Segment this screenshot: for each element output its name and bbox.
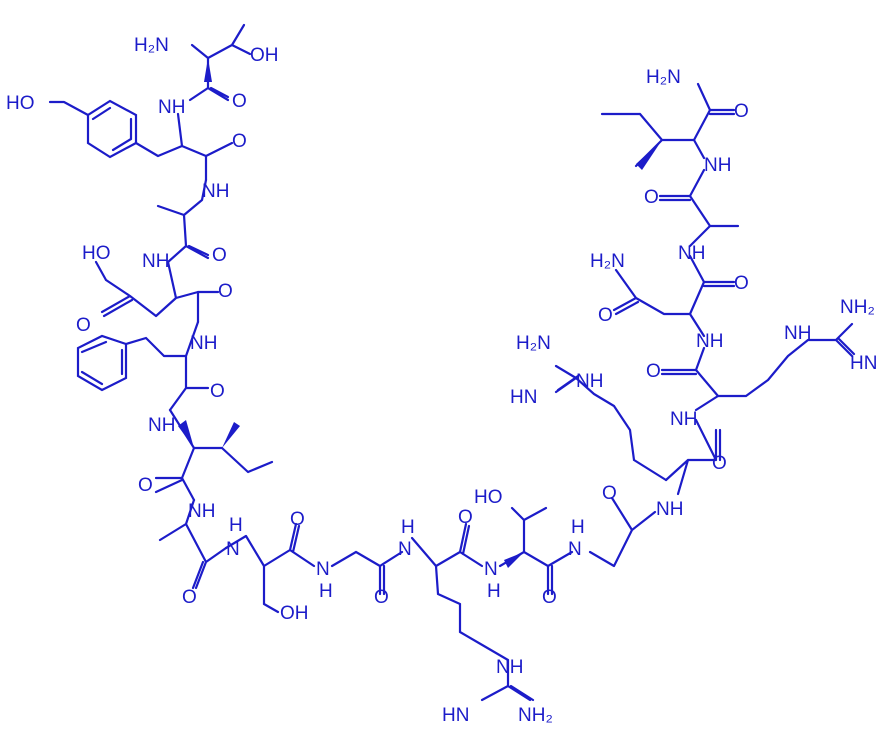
oxygen-label: O — [598, 305, 613, 326]
oxygen-label: O — [646, 361, 661, 382]
asn-amide-label: H₂N — [590, 251, 625, 272]
amide-h-label: H — [401, 517, 415, 538]
arg1-nh-label: NH — [496, 657, 523, 678]
amide-nh-label: NH — [142, 251, 169, 272]
n-terminus-label: H₂N — [134, 35, 169, 56]
amide-nh-label: NH — [148, 415, 175, 436]
oxygen-label: O — [542, 587, 557, 608]
amide-h-label: H — [229, 515, 243, 536]
amide-nh-label: NH — [670, 409, 697, 430]
oxygen-label: O — [712, 453, 727, 474]
amide-n-label: N — [568, 539, 582, 560]
arg1-imine-label: HN — [442, 705, 469, 726]
bond-skeleton — [48, 23, 856, 702]
tyr-phenol-label: HO — [6, 93, 35, 114]
thr2-hydroxyl-label: HO — [474, 487, 503, 508]
oxygen-label: O — [734, 101, 749, 122]
oxygen-label: O — [182, 587, 197, 608]
arg3-amine-label: NH₂ — [840, 297, 875, 318]
amide-h-label: H — [319, 581, 333, 602]
amide-h-label: H — [487, 581, 501, 602]
oxygen-label: O — [138, 475, 153, 496]
c-terminus-label: H₂N — [646, 67, 681, 88]
amide-nh-label: NH — [678, 243, 705, 264]
oxygen-label: O — [374, 587, 389, 608]
ser-hydroxyl-label: OH — [280, 603, 309, 624]
oxygen-label: O — [232, 91, 247, 112]
arg2-amine-label: H₂N — [516, 333, 551, 354]
thr1-hydroxyl-label: OH — [250, 45, 279, 66]
amide-nh-label: NH — [190, 333, 217, 354]
oxygen-label: O — [458, 507, 473, 528]
oxygen-label: O — [76, 315, 91, 336]
amide-nh-label: NH — [188, 501, 215, 522]
arg1-amine-label: NH₂ — [518, 705, 553, 726]
oxygen-label: O — [232, 131, 247, 152]
oxygen-label: O — [290, 509, 305, 530]
amide-nh-label: NH — [158, 97, 185, 118]
oxygen-label: O — [218, 281, 233, 302]
amide-nh-label: NH — [202, 181, 229, 202]
arg2-nh-label: NH — [576, 371, 603, 392]
amide-n-label: N — [226, 539, 240, 560]
arg3-nh-label: NH — [784, 323, 811, 344]
atom-labels: H₂N OH O NH HO O NH O NH HO O O NH O NH … — [6, 35, 877, 726]
oxygen-label: O — [644, 187, 659, 208]
oxygen-label: O — [210, 381, 225, 402]
amide-h-label: H — [571, 517, 585, 538]
amide-nh-label: NH — [696, 331, 723, 352]
oxygen-label: O — [212, 245, 227, 266]
oxygen-label: O — [602, 483, 617, 504]
oxygen-label: O — [734, 273, 749, 294]
amide-n-label: N — [484, 559, 498, 580]
asp-acid-label: HO — [82, 243, 111, 264]
amide-nh-label: NH — [704, 155, 731, 176]
amide-n-label: N — [316, 559, 330, 580]
arg2-imine-label: HN — [510, 387, 537, 408]
amide-nh-label: NH — [656, 499, 683, 520]
stereo-wedges — [178, 58, 662, 568]
amide-n-label: N — [398, 539, 412, 560]
arg3-imine-label: HN — [850, 353, 877, 374]
